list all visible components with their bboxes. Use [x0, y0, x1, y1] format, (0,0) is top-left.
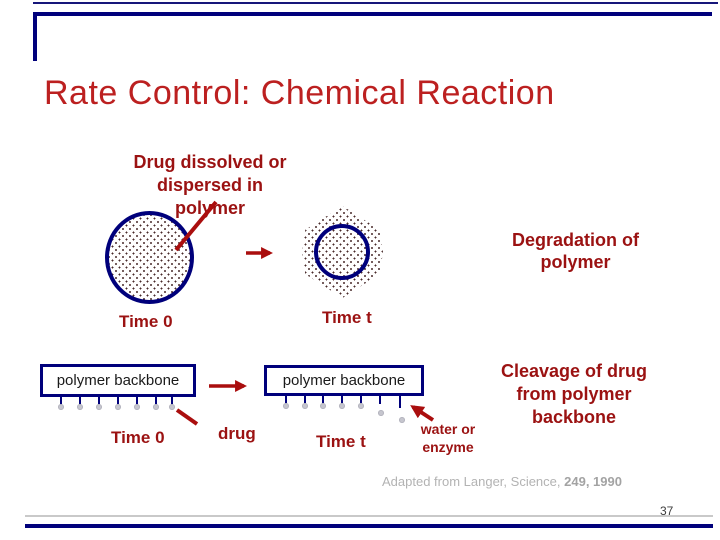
polymer-matrix-circle	[105, 211, 194, 304]
polymer-backbone-box-right: polymer backbone	[264, 365, 424, 396]
bond-tick	[136, 397, 138, 405]
top-thin-rule	[33, 2, 718, 4]
time0-label-bottom: Time 0	[111, 428, 165, 447]
polymer-backbone-box-left: polymer backbone	[40, 364, 196, 397]
bond-tick	[360, 396, 362, 404]
drug-ball	[320, 403, 326, 409]
drug-ball	[358, 403, 364, 409]
released-drug-ball	[378, 410, 384, 416]
shrunken-polymer-circle	[314, 224, 370, 280]
water-enzyme-label: water or enzyme	[420, 421, 476, 455]
cleavage-note: Cleavage of drug from polymer backbone	[500, 361, 648, 427]
bond-tick	[155, 397, 157, 405]
drug-ball	[96, 404, 102, 410]
time0-label-top: Time 0	[119, 312, 173, 331]
bond-tick	[341, 396, 343, 404]
drug-ball	[283, 403, 289, 409]
cleaved-bond-tick	[379, 396, 381, 404]
bond-tick	[98, 397, 100, 405]
top-corner-rule	[33, 12, 37, 61]
drug-ball	[115, 404, 121, 410]
drug-ball	[134, 404, 140, 410]
drug-label: drug	[218, 424, 256, 443]
drug-ball	[339, 403, 345, 409]
bond-tick	[60, 397, 62, 405]
drug-ball	[77, 404, 83, 410]
timet-label-top: Time t	[322, 308, 372, 327]
bond-tick	[285, 396, 287, 404]
drug-ball	[302, 403, 308, 409]
bond-tick	[322, 396, 324, 404]
citation: Adapted from Langer, Science, 249, 1990	[382, 474, 622, 489]
bond-tick	[117, 397, 119, 405]
polymer-backbone-label-left: polymer backbone	[56, 372, 180, 389]
bottom-thin-rule	[25, 515, 713, 517]
drug-ball	[153, 404, 159, 410]
degradation-note: Degradation of polymer	[511, 230, 639, 272]
bond-tick	[304, 396, 306, 404]
bottom-thick-rule	[25, 524, 713, 528]
drug-callout-line	[175, 408, 199, 426]
released-drug-ball	[399, 417, 405, 423]
page-number: 37	[660, 504, 674, 518]
citation-prefix: Adapted from Langer, Science,	[382, 474, 565, 489]
top-thick-rule	[33, 12, 712, 16]
bond-tick	[79, 397, 81, 405]
timet-label-bottom: Time t	[316, 432, 366, 451]
drug-ball	[58, 404, 64, 410]
citation-reference: 249, 1990	[564, 474, 622, 489]
drug-ball	[169, 404, 175, 410]
water-enzyme-callout-arrow	[410, 405, 435, 422]
cleaved-bond-tick	[399, 396, 401, 408]
polymer-backbone-label-right: polymer backbone	[282, 372, 406, 389]
bond-tick	[171, 397, 173, 405]
drug-dispersed-annotation: Drug dissolved or dispersed in polymer	[133, 152, 287, 218]
slide-title: Rate Control: Chemical Reaction	[44, 74, 555, 112]
